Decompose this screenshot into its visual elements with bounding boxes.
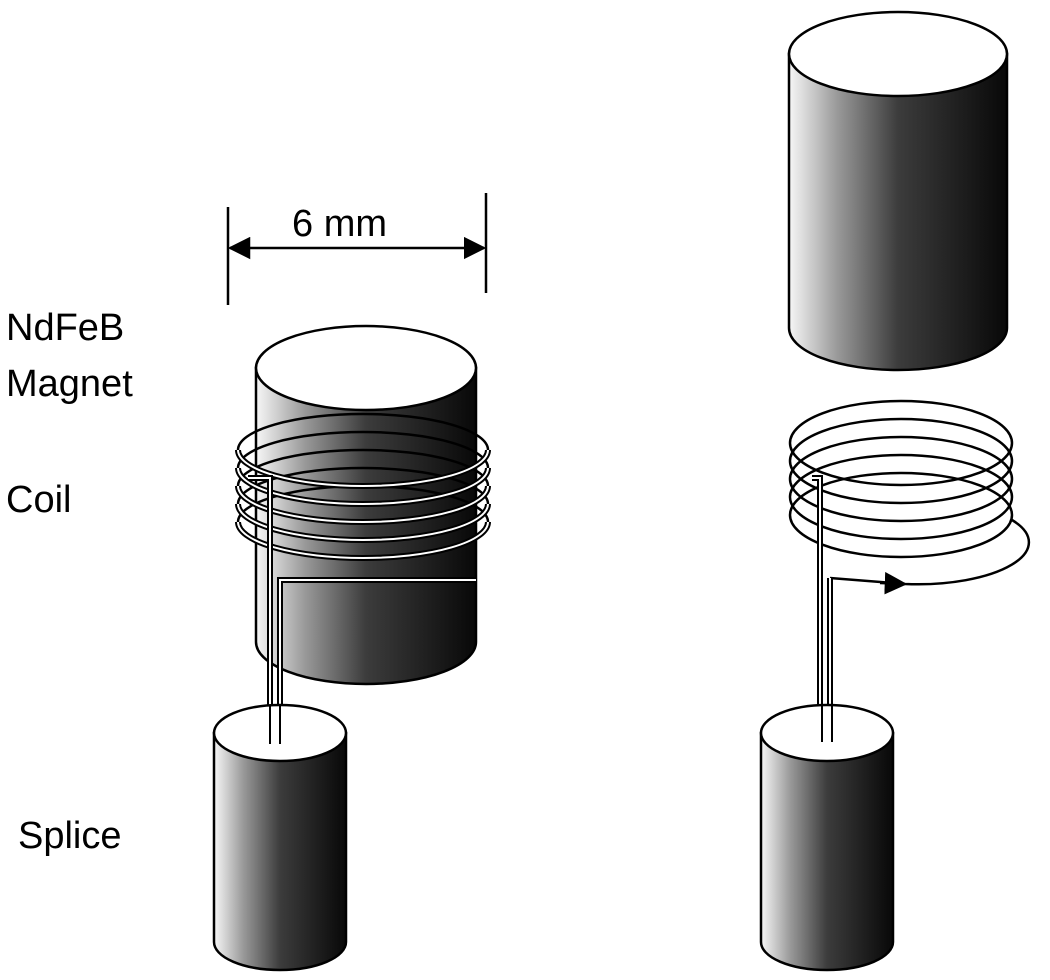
coil-label: Coil — [6, 479, 71, 521]
right-magnet — [787, 10, 1009, 372]
dimension-indicator: 6 mm — [226, 193, 488, 305]
right-splice — [759, 703, 895, 972]
right-splice-top-face — [759, 703, 895, 763]
right-lead-wires — [812, 475, 833, 742]
splice-label: Splice — [18, 815, 122, 857]
left-lead-wires — [248, 475, 476, 742]
magnet-label-line2: Magnet — [6, 363, 133, 405]
current-direction-arrow — [879, 571, 908, 595]
magnet-label-line1: NdFeB — [6, 307, 124, 349]
right-magnet-top-face — [787, 10, 1009, 98]
left-magnet — [254, 324, 478, 686]
left-coil — [235, 412, 491, 561]
left-magnet-top-face — [254, 324, 478, 412]
left-splice — [212, 703, 348, 972]
dimension-label: 6 mm — [292, 203, 387, 245]
right-coil — [788, 399, 1031, 586]
